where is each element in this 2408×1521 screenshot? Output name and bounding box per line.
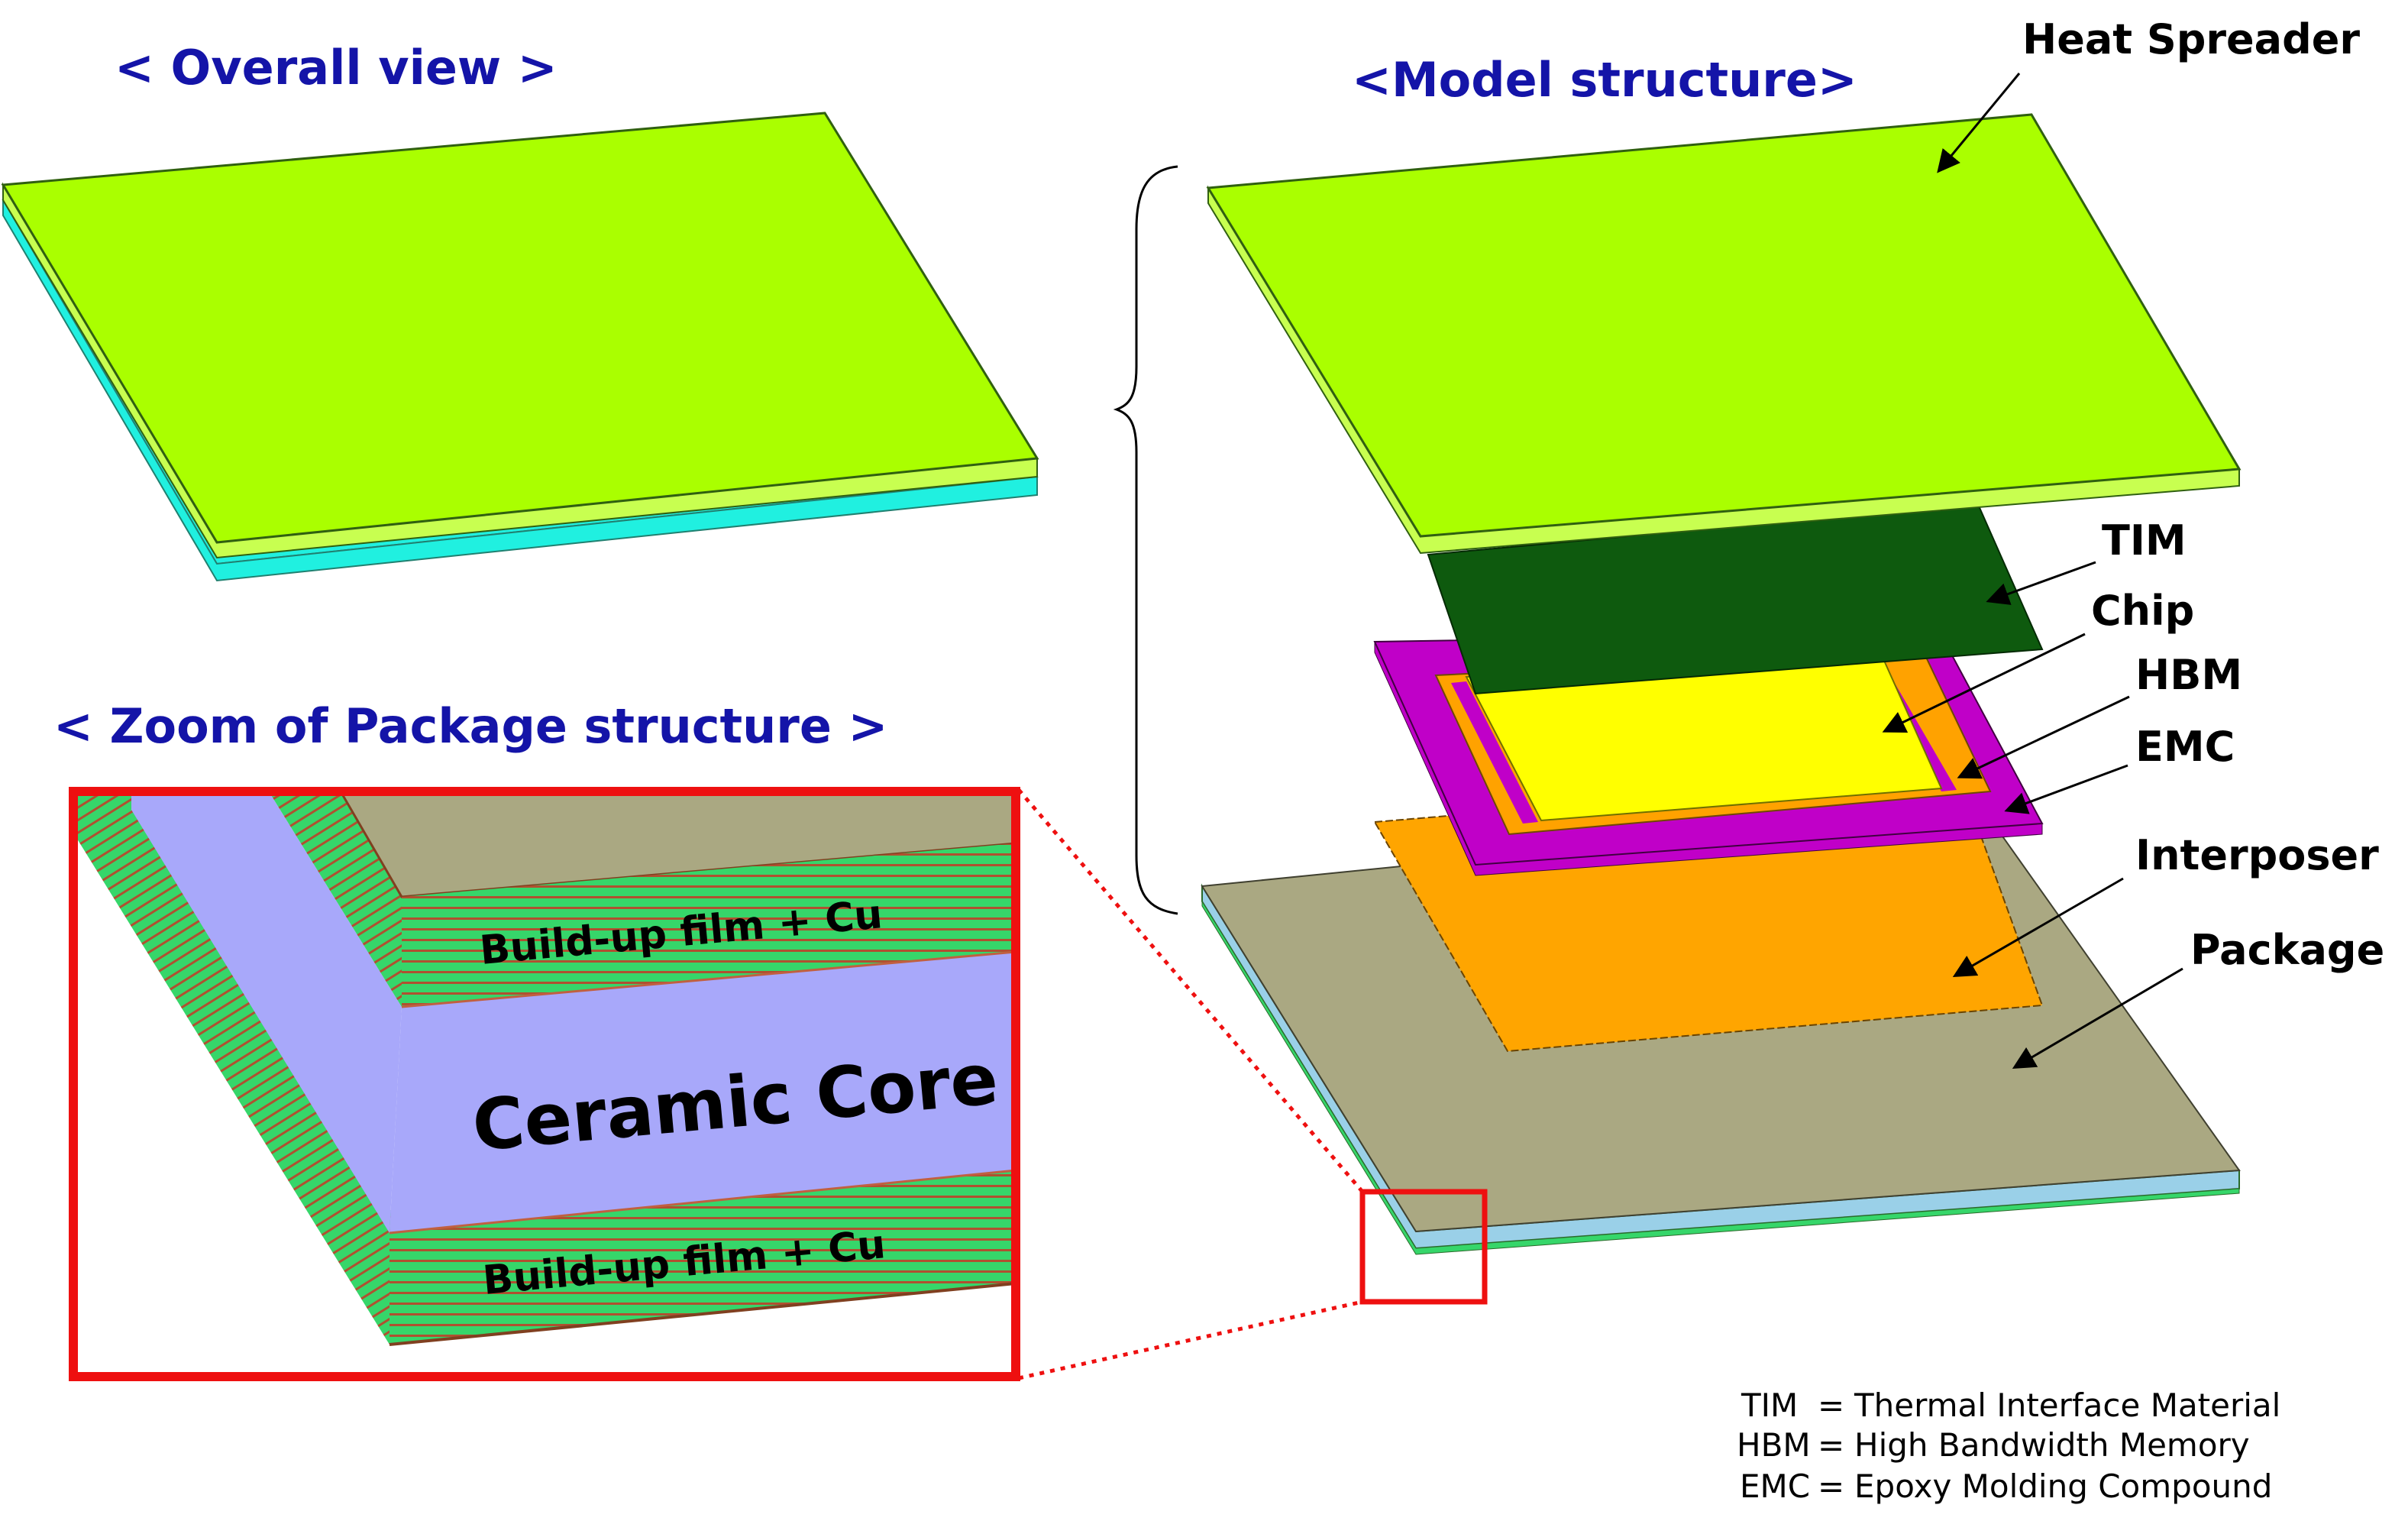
legend-abbr-emc: EMC bbox=[1740, 1468, 1810, 1505]
emc-inner-left bbox=[1451, 681, 1538, 824]
label-chip: Chip bbox=[2091, 587, 2194, 635]
zoom-source-box bbox=[1359, 1189, 1488, 1305]
label-tim: TIM bbox=[2102, 516, 2187, 565]
zoom-bottom-edge bbox=[389, 1282, 1016, 1346]
zoom-connector-bottom bbox=[1018, 1299, 1363, 1380]
overall-view-model bbox=[1, 112, 1039, 582]
legend-meaning-tim: Thermal Interface Material bbox=[1854, 1387, 2280, 1424]
overall-plate-top bbox=[1, 112, 1039, 544]
label-emc: EMC bbox=[2135, 723, 2235, 771]
overall-base-side bbox=[2, 197, 1038, 582]
model-brace bbox=[1113, 165, 1178, 915]
label-interposer: Interposer bbox=[2135, 831, 2379, 879]
legend-meaning-emc: Epoxy Molding Compound bbox=[1854, 1468, 2272, 1505]
arrow-chip bbox=[1882, 633, 2086, 733]
legend-eq-hbm: = bbox=[1818, 1426, 1844, 1464]
zoom-detail: Build-up film + Cu Ceramic Core Build-up… bbox=[73, 791, 1016, 1377]
zoom-package-title: < Zoom of Package structure > bbox=[53, 698, 887, 754]
overall-view-title: < Overall view > bbox=[115, 40, 558, 95]
zoom-core-edge-top bbox=[401, 950, 1016, 1008]
legend-eq-tim: = bbox=[1818, 1387, 1844, 1424]
zoom-frame bbox=[69, 787, 1020, 1381]
arrow-emc bbox=[2004, 764, 2128, 814]
zoom-buildup-bottom bbox=[389, 1170, 1016, 1345]
zoom-buildup-top bbox=[402, 843, 1016, 1007]
label-heat-spreader: Heat Spreader bbox=[2022, 15, 2360, 63]
zoom-ceramic-front bbox=[389, 952, 1016, 1233]
legend-abbr-hbm: HBM bbox=[1737, 1426, 1811, 1464]
zoom-top-surface bbox=[339, 791, 1016, 898]
legend-abbr-tim: TIM bbox=[1741, 1387, 1798, 1424]
legend-meaning-hbm: High Bandwidth Memory bbox=[1854, 1426, 2250, 1464]
label-hbm: HBM bbox=[2135, 651, 2242, 699]
arrow-heat-spreader bbox=[1937, 73, 2021, 173]
zoom-left-buildup-outer bbox=[73, 791, 400, 1345]
model-structure bbox=[1201, 113, 2242, 1305]
abbreviation-legend: TIM = Thermal Interface Material HBM = H… bbox=[1737, 1387, 2280, 1505]
zoom-left-ceramic bbox=[131, 791, 402, 1233]
label-package: Package bbox=[2190, 926, 2384, 974]
package-side-green bbox=[1201, 900, 2240, 1255]
zoom-core-edge-bottom bbox=[389, 1169, 1016, 1235]
heat-spreader-layer bbox=[1206, 113, 2242, 538]
arrow-tim bbox=[1986, 561, 2096, 605]
zoom-connector-top bbox=[1017, 788, 1364, 1193]
model-structure-title: <Model structure> bbox=[1352, 52, 1857, 108]
arrow-hbm bbox=[1957, 695, 2130, 779]
arrow-package bbox=[2012, 967, 2183, 1070]
legend-eq-emc: = bbox=[1818, 1468, 1844, 1505]
arrow-interposer bbox=[1952, 877, 2124, 978]
zoom-left-buildup-inner bbox=[269, 791, 402, 1007]
